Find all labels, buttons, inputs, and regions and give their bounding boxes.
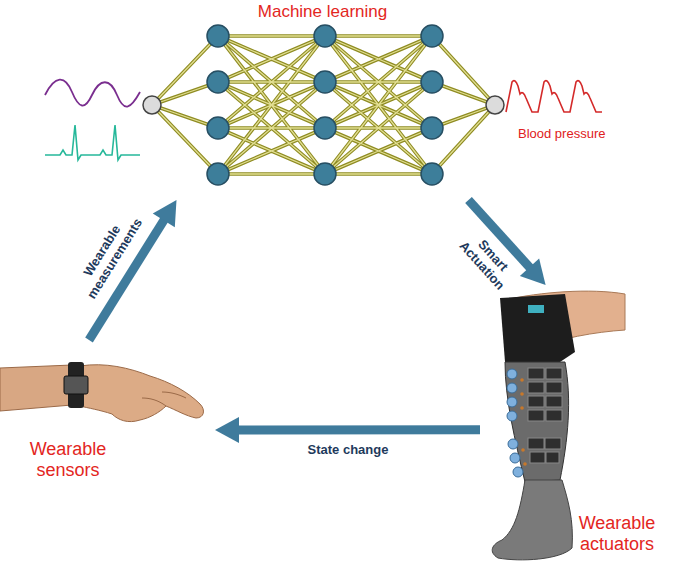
output-neuron (486, 96, 504, 114)
arrowhead (215, 417, 239, 443)
actuator-box (546, 368, 562, 379)
neuron (314, 25, 336, 47)
network-block: Machine learning (140, 0, 505, 200)
actuator (507, 369, 517, 379)
neuron (421, 163, 443, 185)
finger-line (142, 398, 166, 406)
signal-label: Blood pressure (518, 126, 605, 141)
actuator-box (546, 452, 559, 463)
neuron (421, 25, 443, 47)
wire-dot (520, 406, 524, 410)
arrowhead (520, 258, 546, 285)
neuron (314, 117, 336, 139)
sensor-module (64, 376, 88, 394)
actuator (510, 453, 520, 463)
actuator-box (528, 410, 544, 421)
node-label: Machine learning (258, 2, 387, 22)
neuron (421, 117, 443, 139)
arrow-label: Wearable measurements (69, 203, 149, 307)
wire-dot (520, 392, 524, 396)
arrow-label: Smart Actuation (449, 221, 525, 300)
blood-pressure-wave (506, 81, 602, 112)
neuron (314, 71, 336, 93)
sensor-group: Wearable sensors (5, 340, 215, 490)
node-label: Wearable actuators (567, 513, 667, 556)
arrow-shaft (237, 425, 480, 434)
ecg-signal (45, 125, 140, 160)
hand (80, 365, 203, 422)
actuator-box (530, 452, 545, 463)
actuator-box (528, 396, 544, 407)
actuator-box (546, 410, 562, 421)
actuator-box (546, 382, 562, 393)
neuron (207, 117, 229, 139)
arrow-label: State change (307, 442, 388, 457)
neuron (207, 71, 229, 93)
forearm (0, 365, 72, 411)
actuator-group: Wearable actuators (480, 285, 673, 562)
neuron (421, 71, 443, 93)
actuator-box (528, 382, 544, 393)
neuron (207, 163, 229, 185)
input-neuron (143, 96, 161, 114)
actuator (508, 439, 518, 449)
neuron (207, 25, 229, 47)
actuator (507, 411, 517, 421)
knee-brace (500, 294, 575, 362)
actuator (513, 467, 523, 477)
actuator-box (545, 438, 561, 449)
ppg-signal (45, 80, 140, 107)
node-label: Wearable sensors (13, 439, 123, 482)
actuator (507, 383, 517, 393)
network-link (152, 36, 495, 174)
arrowhead (153, 200, 177, 227)
calf-sleeve (505, 362, 569, 482)
actuator-box (528, 438, 544, 449)
neuron (314, 163, 336, 185)
flow-arrow (215, 417, 480, 443)
brace-logo (528, 305, 544, 313)
wire-dot (520, 378, 524, 382)
foot (492, 480, 572, 560)
actuator-array (507, 368, 562, 477)
wire-dot (523, 462, 527, 466)
actuator (507, 397, 517, 407)
wire-dot (521, 448, 525, 452)
network-link (152, 36, 495, 174)
actuator-box (528, 368, 544, 379)
actuator-box (546, 396, 562, 407)
finger-line (162, 392, 186, 398)
